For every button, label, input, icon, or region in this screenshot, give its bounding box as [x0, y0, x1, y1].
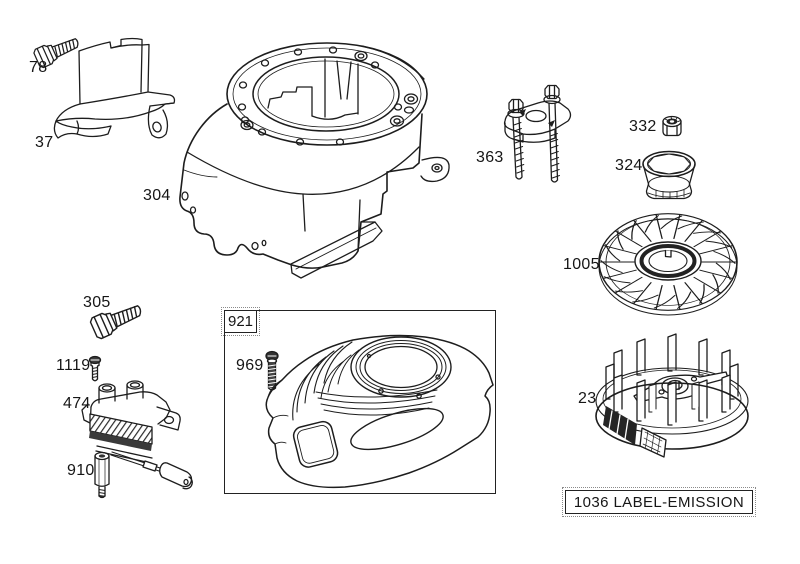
callout-969: 969 — [236, 357, 264, 374]
part-910-standoff-drawing — [94, 451, 110, 499]
part-304-blower-housing-drawing — [179, 42, 450, 279]
part-37-shield-drawing — [53, 37, 176, 139]
part-324-starter-cup-drawing — [642, 150, 696, 200]
part-1005-flywheel-fan-drawing — [598, 213, 738, 316]
callout-363: 363 — [476, 149, 504, 166]
callout-324: 324 — [615, 157, 643, 174]
part-1119-screw-drawing — [88, 355, 102, 382]
callout-23: 23 — [578, 390, 597, 407]
part-363-flywheel-puller-drawing — [503, 84, 572, 183]
callout-305: 305 — [83, 294, 111, 311]
callout-474: 474 — [63, 395, 91, 412]
callout-37: 37 — [35, 134, 54, 151]
part-23-flywheel-drawing — [595, 333, 749, 458]
callout-910: 910 — [67, 462, 95, 479]
callout-1119: 1119 — [56, 357, 91, 374]
part-332-nut-drawing — [662, 115, 682, 137]
group-box-921 — [224, 310, 496, 494]
emission-label-box[interactable]: 1036 LABEL-EMISSION — [562, 487, 756, 517]
group-label-921[interactable]: 921 — [221, 307, 260, 336]
callout-1005: 1005 — [563, 256, 600, 273]
part-921-blower-housing-cover-drawing — [265, 334, 494, 489]
callout-304: 304 — [143, 187, 171, 204]
callout-78: 78 — [29, 59, 48, 76]
part-474-ignition-coil-drawing — [81, 380, 193, 490]
callout-332: 332 — [629, 118, 657, 135]
part-969-screw-drawing — [265, 350, 279, 391]
